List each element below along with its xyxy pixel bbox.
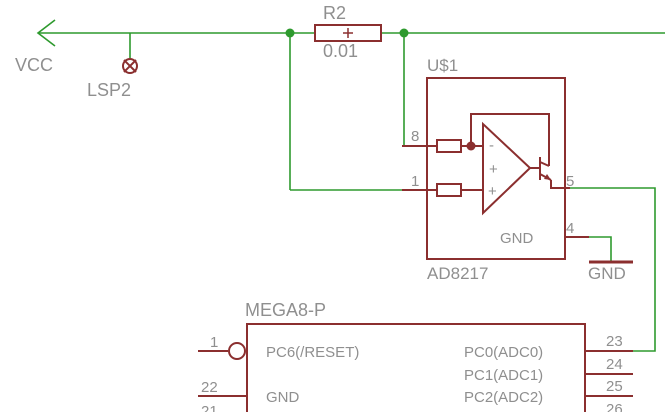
vcc-symbol[interactable]: VCC [15, 19, 56, 75]
pin-number: 21 [201, 403, 218, 412]
inversion-bubble-icon [228, 342, 246, 360]
mcu-pin-1[interactable]: 1 PC6(/RESET) [198, 334, 359, 361]
mcu-pin-23[interactable]: 23 PC0(ADC0) [464, 333, 633, 361]
amp-u1[interactable]: U$1 AD8217 8 1 5 4 - + + GND [402, 56, 589, 283]
pin-number: 22 [201, 379, 218, 396]
input-resistor-icon [436, 139, 462, 153]
transistor-arrow-icon [544, 174, 551, 180]
transistor-collector-icon [539, 161, 550, 167]
vcc-label: VCC [15, 55, 53, 75]
mcu-pin-25[interactable]: 25 PC2(ADC2) [464, 378, 633, 406]
testpoint-cross-icon [123, 59, 137, 73]
opamp-triangle-icon [482, 121, 532, 216]
mcu-name-label: MEGA8-P [245, 300, 326, 320]
opamp-plus-sign: + [489, 161, 498, 178]
lsp2-label: LSP2 [87, 80, 131, 100]
output-wire [550, 180, 570, 189]
pin-number: 1 [210, 334, 218, 351]
mcu-pin-22[interactable]: 22 GND [198, 379, 300, 406]
pin-label: GND [266, 389, 300, 406]
vcc-arrow-icon [36, 19, 56, 47]
mcu-mega8[interactable]: MEGA8-P 1 PC6(/RESET) 22 GND 21 23 PC0(A… [198, 300, 633, 412]
opamp-minus-sign: - [489, 137, 494, 154]
junction-dot [285, 28, 295, 38]
pin5-number: 5 [566, 173, 574, 190]
pin-number: 24 [606, 356, 623, 373]
feedback-wire [470, 113, 550, 166]
pin-label: PC6(/RESET) [266, 344, 359, 361]
lsp2-testpoint[interactable]: LSP2 [87, 58, 138, 100]
amp-outline [426, 77, 566, 260]
amp-name-label: U$1 [427, 56, 458, 75]
wires [38, 32, 665, 352]
pin-label: PC1(ADC1) [464, 367, 543, 384]
opamp-plus-sign: + [488, 183, 497, 200]
resistor-r2[interactable]: R2 0.01 [314, 3, 382, 61]
amp-gnd-label: GND [500, 230, 534, 247]
mcu-outline [246, 323, 586, 412]
pin4-number: 4 [566, 220, 574, 237]
pin-number: 26 [606, 401, 623, 412]
gnd-label: GND [588, 264, 626, 283]
r2-name-label: R2 [323, 3, 346, 23]
pin-label: PC0(ADC0) [464, 344, 543, 361]
mcu-pin-26[interactable]: 26 [606, 401, 623, 412]
amp-gnd-wire[interactable] [565, 236, 612, 262]
gnd-symbol[interactable]: GND [588, 260, 633, 283]
pin8-number: 8 [411, 128, 419, 145]
pin-number: 23 [606, 333, 623, 350]
input-resistor-icon [436, 183, 462, 197]
testpoint-pad-icon [122, 58, 138, 74]
mcu-pin-21[interactable]: 21 [201, 403, 218, 412]
amp-value-label: AD8217 [427, 264, 488, 283]
pin1-number: 1 [411, 173, 419, 190]
junction-dot [399, 28, 409, 38]
pin-label: PC2(ADC2) [464, 389, 543, 406]
r2-value-label: 0.01 [323, 41, 358, 61]
pin-number: 25 [606, 378, 623, 395]
mcu-pin-24[interactable]: 24 PC1(ADC1) [464, 356, 633, 384]
